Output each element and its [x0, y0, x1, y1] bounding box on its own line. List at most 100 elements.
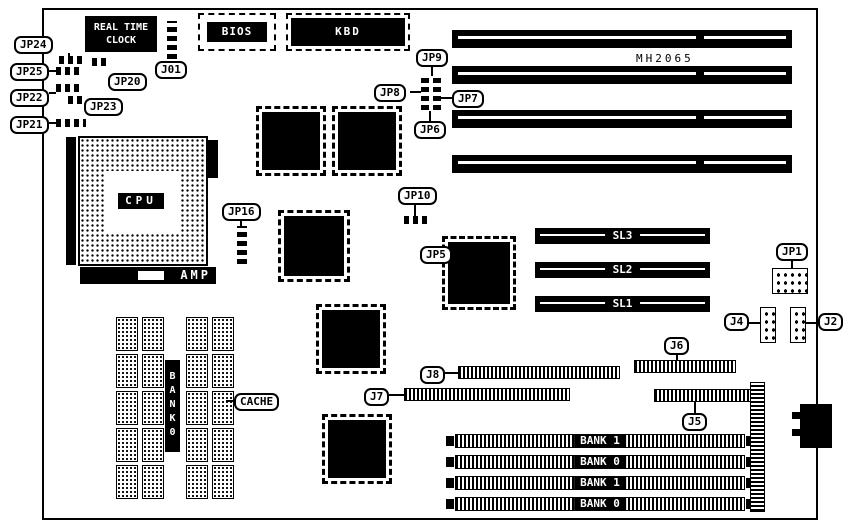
label-jp20: JP20 [108, 73, 147, 91]
label-jp21: JP21 [10, 116, 49, 134]
label-j5: J5 [682, 413, 708, 431]
rtc-label-line1: REAL TIME [93, 22, 149, 33]
leader-line [694, 402, 696, 413]
pcb-outline [42, 8, 818, 520]
j8-connector [458, 366, 620, 379]
jp24-jumper [59, 56, 82, 64]
simm-clip-left [446, 457, 454, 467]
leader-line [441, 97, 452, 99]
j01-connector [167, 21, 177, 59]
cpu-socket-right-bar [208, 140, 218, 178]
leader-line [389, 394, 404, 396]
leader-line [226, 400, 234, 402]
leader-line [791, 260, 793, 268]
label-jp24: JP24 [14, 36, 53, 54]
simm-clip-left [446, 478, 454, 488]
simm-bank-label: BANK 1 [574, 476, 626, 490]
jp21-jumper [56, 119, 86, 127]
jp8-jumper [421, 76, 429, 110]
simm-bank-label: BANK 1 [574, 434, 626, 448]
slot-sl2: SL2 [535, 262, 710, 278]
label-jp22: JP22 [10, 89, 49, 107]
leader-line [240, 220, 242, 226]
qfp-chip-1 [256, 106, 326, 176]
rtc-label-line2: CLOCK [105, 35, 137, 46]
jp7-jumper [433, 76, 441, 110]
rtc-chip: REAL TIME CLOCK [85, 16, 157, 52]
keyboard-din-connector [800, 404, 832, 448]
label-cache: CACHE [234, 393, 280, 411]
j7-connector [404, 388, 570, 401]
isa-slot-1 [452, 30, 792, 48]
jp1-connector [772, 268, 808, 294]
slot-sl1: SL1 [535, 296, 710, 312]
j2-connector [790, 307, 806, 343]
label-j6: J6 [664, 337, 690, 355]
leader-line [414, 204, 416, 216]
label-jp6: JP6 [414, 121, 446, 139]
simm-socket-4: BANK 0 [446, 497, 754, 511]
cpu-label: CPU [118, 193, 164, 209]
jp20-jumper [92, 58, 106, 66]
board-model: MH2065 [636, 52, 694, 65]
leader-line [445, 372, 458, 374]
leader-line [676, 354, 678, 360]
label-jp25: JP25 [10, 63, 49, 81]
edge-pin-header [750, 382, 765, 512]
bios-chip: BIOS [198, 13, 276, 51]
qfp-chip-4 [316, 304, 386, 374]
leader-line [429, 111, 431, 121]
label-jp16: JP16 [222, 203, 261, 221]
qfp-chip-5 [322, 414, 392, 484]
label-j01: J01 [155, 61, 187, 79]
leader-line [68, 53, 70, 57]
label-jp23: JP23 [84, 98, 123, 116]
bios-label: BIOS [207, 22, 267, 42]
amp-label: AMP [180, 268, 211, 282]
kbd-chip: KBD [286, 13, 410, 51]
keyboard-din-pin-1 [792, 412, 800, 419]
qfp-chip-6 [442, 236, 516, 310]
label-j4: J4 [724, 313, 750, 331]
jp10-jumper [404, 216, 427, 224]
cpu-socket [78, 136, 208, 266]
isa-slot-3 [452, 110, 792, 128]
label-jp7: JP7 [452, 90, 484, 108]
simm-clip-left [446, 499, 454, 509]
simm-socket-1: BANK 1 [446, 434, 754, 448]
label-j7: J7 [364, 388, 390, 406]
qfp-chip-2 [332, 106, 402, 176]
simm-socket-2: BANK 0 [446, 455, 754, 469]
slot-sl1-label: SL1 [604, 296, 641, 312]
label-jp10: JP10 [398, 187, 437, 205]
simm-clip-left [446, 436, 454, 446]
jp22-jumper [56, 84, 79, 92]
label-jp9: JP9 [416, 49, 448, 67]
slot-sl2-label: SL2 [604, 262, 641, 278]
leader-line [806, 322, 818, 324]
keyboard-din-pin-2 [792, 429, 800, 436]
leader-line [410, 91, 421, 93]
label-j2: J2 [818, 313, 844, 331]
slot-sl3: SL3 [535, 228, 710, 244]
simm-bank-label: BANK 0 [574, 497, 626, 511]
slot-sl3-label: SL3 [604, 228, 641, 244]
cpu-socket-left-bar [66, 137, 76, 265]
jp16-jumper [237, 226, 247, 264]
leader-line [749, 322, 760, 324]
label-j8: J8 [420, 366, 446, 384]
kbd-label: KBD [291, 18, 405, 46]
simm-socket-3: BANK 1 [446, 476, 754, 490]
amp-bar: AMP [80, 267, 216, 284]
label-jp8: JP8 [374, 84, 406, 102]
leader-line [49, 70, 56, 72]
leader-line [49, 92, 56, 94]
isa-slot-2 [452, 66, 792, 84]
leader-line [49, 122, 56, 124]
qfp-chip-3 [278, 210, 350, 282]
j5-connector [654, 389, 756, 402]
jp23-jumper [68, 96, 82, 104]
amp-notch [138, 271, 164, 280]
simm-bank-label: BANK 0 [574, 455, 626, 469]
